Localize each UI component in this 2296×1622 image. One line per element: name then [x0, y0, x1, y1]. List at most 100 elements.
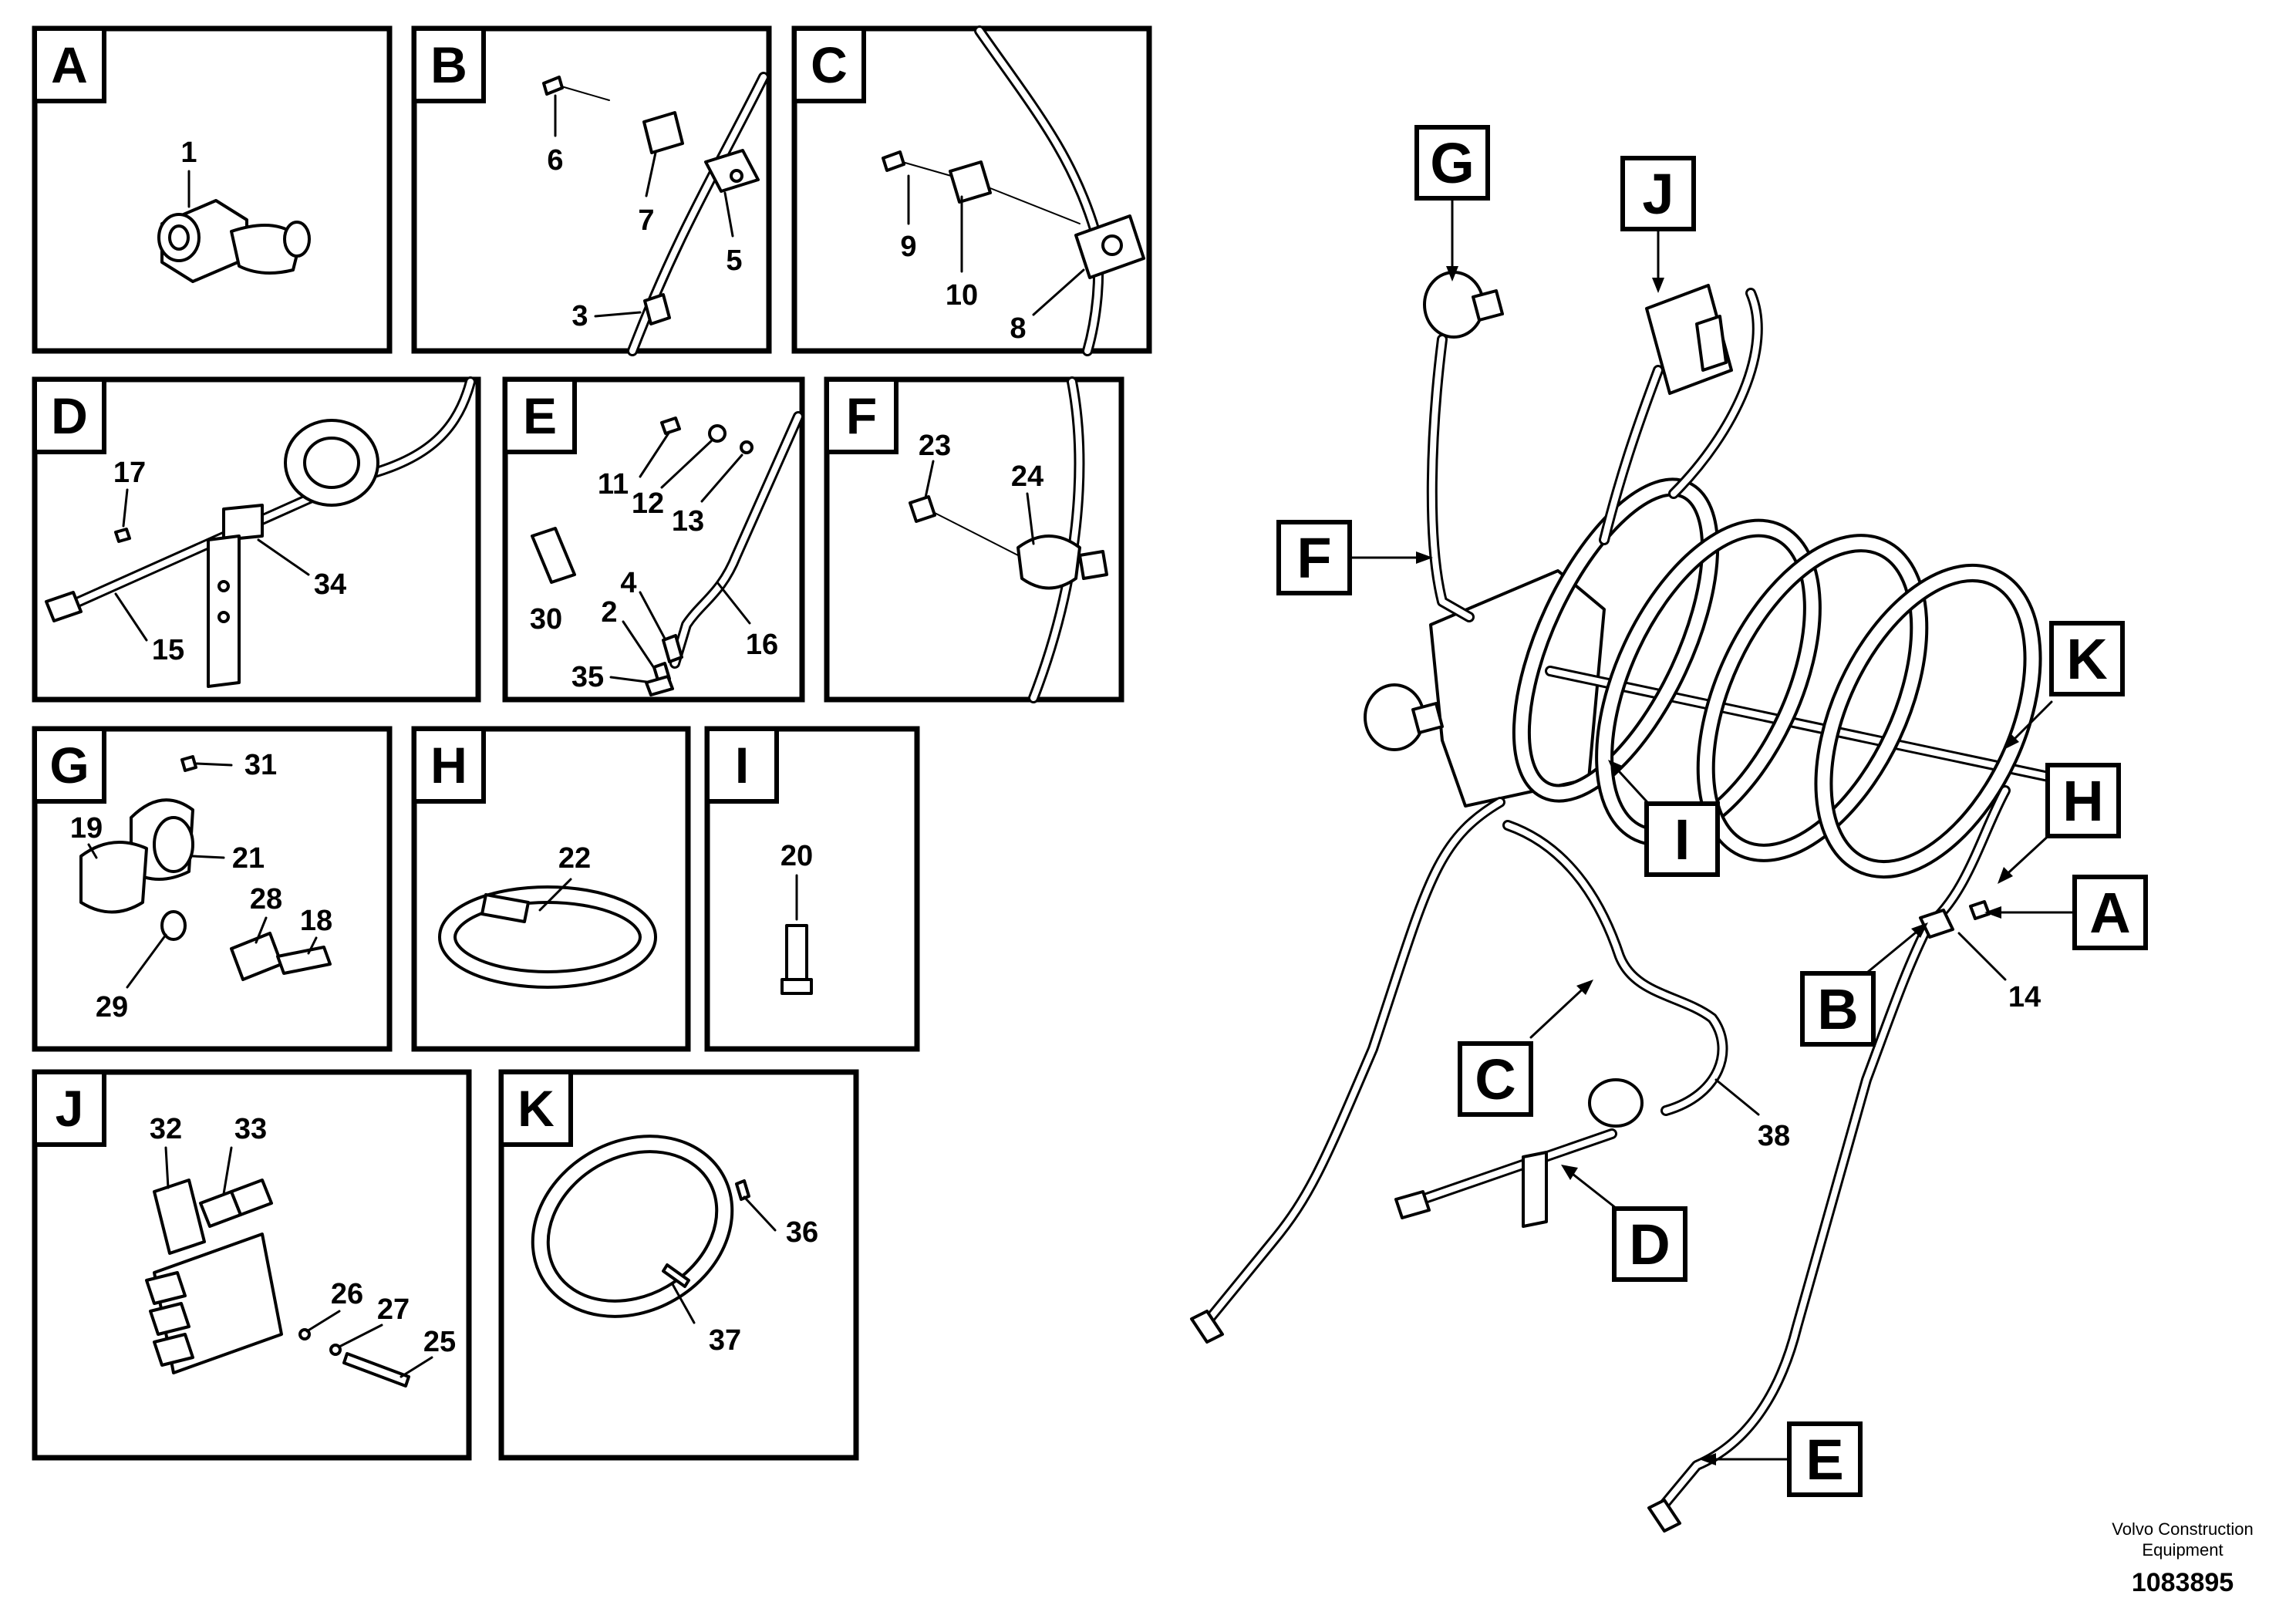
leader-19 [87, 843, 98, 859]
panel-h-tab [412, 727, 486, 804]
part-label-4: 4 [620, 567, 636, 599]
part-label-13: 13 [672, 505, 704, 538]
callout-g-box [1414, 125, 1490, 201]
panel-c-tab [792, 26, 866, 103]
part-label-14: 14 [2008, 981, 2041, 1013]
leader-15 [114, 592, 148, 642]
callout-k-leader [2008, 700, 2053, 746]
callout-j-box [1620, 156, 1696, 231]
panel-a-letter: A [51, 36, 88, 93]
callout-e-box [1787, 1421, 1863, 1497]
part-label-8: 8 [1010, 312, 1026, 345]
leader-28 [255, 916, 268, 944]
part-label-35: 35 [571, 661, 604, 693]
leader-2 [622, 620, 656, 669]
leader-17 [122, 488, 129, 528]
callout-a-letter: A [2089, 881, 2130, 945]
part-label-32: 32 [150, 1113, 182, 1145]
leader-18 [307, 936, 318, 955]
panel-d-tab [32, 377, 106, 454]
callout-h-letter: H [2062, 769, 2103, 833]
footer: Volvo Construction Equipment 1083895 [2112, 1519, 2253, 1597]
screw-37 [662, 1263, 690, 1288]
callout-i-box [1644, 801, 1720, 877]
panel-d-frame [32, 376, 481, 703]
detail-panel-j: J 32 33 26 27 25 [32, 1069, 472, 1461]
screw-36 [735, 1179, 750, 1201]
part-label-36: 36 [786, 1216, 818, 1249]
callout-i-letter: I [1674, 808, 1691, 872]
leader-35 [609, 676, 648, 683]
hose-end-right [1647, 1499, 1681, 1533]
panel-e-letter: E [523, 387, 557, 444]
leader-27 [338, 1324, 383, 1348]
part-label-12: 12 [632, 487, 664, 520]
leader-36 [743, 1195, 777, 1232]
leader-37 [671, 1283, 696, 1324]
washer-12 [708, 424, 727, 443]
callout-c-letter: C [1475, 1047, 1515, 1111]
part-label-10: 10 [946, 279, 978, 312]
fitting-14 [1919, 909, 1954, 939]
part-label-26: 26 [331, 1278, 363, 1310]
bolt-23 [909, 495, 936, 523]
part-label-16: 16 [746, 629, 778, 661]
housing-19 [79, 841, 148, 914]
brand-line-1: Volvo Construction [2112, 1519, 2253, 1539]
bracket-32 [153, 1179, 206, 1255]
hose-end-left [1190, 1310, 1224, 1344]
brand-line-2: Equipment [2142, 1540, 2223, 1560]
callout-g-letter: G [1430, 131, 1475, 195]
panel-j-letter: J [56, 1080, 84, 1137]
clamp-24 [1017, 534, 1081, 590]
detail-panel-a: A 1 [32, 25, 393, 354]
callout-h-box [2045, 763, 2121, 838]
callout-b-box [1800, 971, 1876, 1047]
leader-23 [924, 460, 935, 499]
panel-g-letter: G [49, 737, 89, 794]
leader-4 [639, 591, 666, 640]
detail-panel-g: G 31 19 21 28 18 29 [32, 726, 393, 1052]
connector-d [1394, 1190, 1431, 1219]
panel-e-tab [503, 377, 577, 454]
panel-d-letter: D [51, 387, 88, 444]
clamp-34 [222, 504, 264, 541]
part-label-28: 28 [250, 883, 282, 916]
part-label-38: 38 [1758, 1120, 1790, 1152]
panel-f-letter: F [846, 387, 877, 444]
leader-5 [723, 191, 734, 238]
part-label-1: 1 [180, 137, 197, 169]
panel-b-letter: B [430, 36, 467, 93]
screw-31 [180, 755, 197, 772]
detail-panel-e: E 11 12 13 30 4 2 16 35 [502, 376, 805, 703]
part-label-15: 15 [152, 634, 184, 666]
pin-30 [531, 527, 576, 584]
part-label-30: 30 [530, 603, 562, 636]
panel-i-letter: I [735, 737, 749, 794]
detail-panel-i: I 20 [704, 726, 920, 1052]
leader-25 [400, 1356, 433, 1378]
hose-left [1198, 797, 1505, 1332]
fitting-3 [643, 293, 671, 325]
screw-20 [785, 924, 808, 985]
callout-c-box [1458, 1041, 1533, 1117]
panel-i-frame [704, 726, 920, 1052]
callout-k-box [2049, 621, 2125, 696]
leader-7 [645, 151, 657, 197]
part-label-22: 22 [558, 842, 591, 875]
washer-27 [329, 1344, 342, 1356]
leader-8 [1032, 268, 1085, 316]
leader-29 [126, 933, 167, 989]
callout-e-letter: E [1805, 1428, 1843, 1492]
part-label-21: 21 [232, 842, 265, 875]
bolt-11 [660, 416, 681, 435]
callout-k-letter: K [2066, 627, 2107, 691]
bolt-6 [542, 76, 564, 96]
leader-24 [1026, 492, 1035, 545]
fitting-4 [662, 634, 683, 663]
part-label-25: 25 [423, 1326, 456, 1358]
panel-k-letter: K [518, 1080, 555, 1137]
panel-i-tab [705, 727, 779, 804]
part-label-5: 5 [726, 244, 742, 277]
callout-j-letter: J [1642, 162, 1674, 226]
